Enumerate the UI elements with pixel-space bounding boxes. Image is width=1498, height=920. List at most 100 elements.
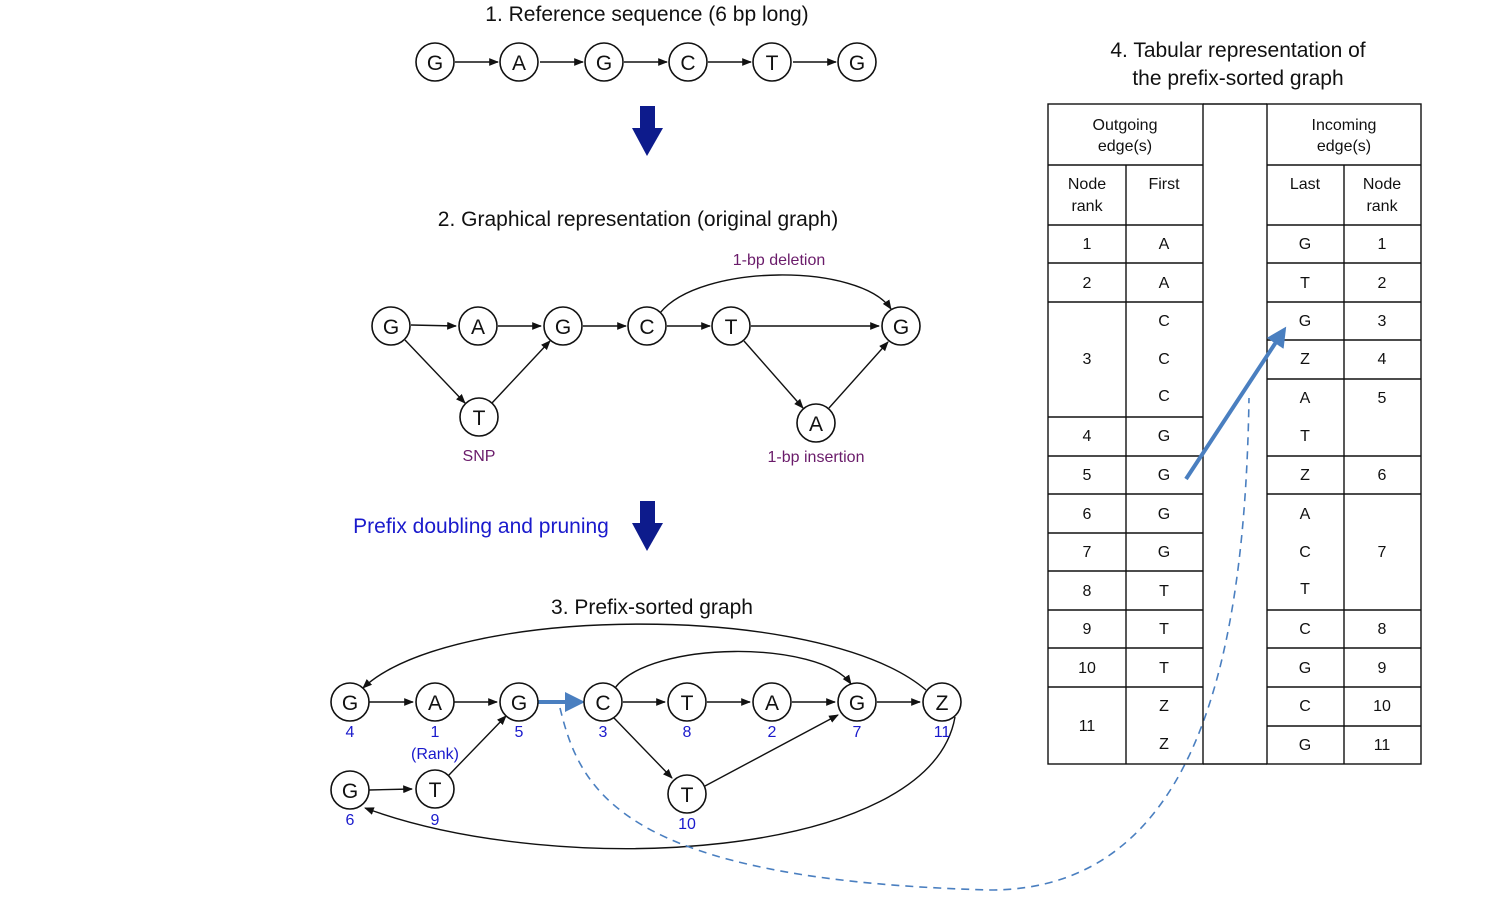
in-last: C: [1299, 621, 1311, 638]
svg-text:G: G: [849, 692, 865, 715]
out-first: C: [1158, 313, 1170, 330]
rank-label: 3: [599, 724, 608, 741]
out-rank: 3: [1083, 351, 1092, 368]
in-last: G: [1299, 660, 1311, 677]
seq-node: A: [499, 42, 539, 82]
svg-text:G: G: [383, 316, 399, 339]
in-rank: 10: [1373, 698, 1391, 715]
down-arrow-1: [632, 106, 663, 156]
rank-label: 4: [346, 724, 355, 741]
in-last: G: [1299, 737, 1311, 754]
svg-text:Z: Z: [936, 692, 949, 715]
in-last: C: [1299, 698, 1311, 715]
svg-text:G: G: [596, 52, 612, 75]
graph-node: A: [458, 306, 498, 346]
incoming-header-line1: Incoming: [1312, 117, 1377, 134]
outgoing-header-line2: edge(s): [1098, 138, 1152, 155]
rank-label: 6: [346, 812, 355, 829]
rank-label: 1: [431, 724, 440, 741]
sorted-node: G7: [837, 682, 877, 741]
rank-label: 8: [683, 724, 692, 741]
out-first: A: [1159, 275, 1170, 292]
outgoing-rows: 1 A 2 A 3 C C C 4 G 5 G 6 G 7 G 8 T: [1048, 236, 1203, 753]
rank-label: 9: [431, 812, 440, 829]
out-rank: 6: [1083, 506, 1092, 523]
out-rank: 8: [1083, 583, 1092, 600]
in-rank: 6: [1378, 467, 1387, 484]
svg-text:G: G: [342, 692, 358, 715]
out-rank: 1: [1083, 236, 1092, 253]
out-first: Z: [1159, 736, 1169, 753]
out-rank: 5: [1083, 467, 1092, 484]
sorted-node: G5: [499, 682, 539, 741]
in-last: T: [1300, 275, 1310, 292]
tabular-representation: Outgoing edge(s) Node rank First Incomin…: [1047, 103, 1422, 765]
in-last: G: [1299, 313, 1311, 330]
svg-text:G: G: [555, 316, 571, 339]
out-first: T: [1159, 660, 1169, 677]
graph-node: A: [796, 403, 836, 443]
step4-title-line2: the prefix-sorted graph: [1132, 67, 1343, 90]
rank-label: 11: [934, 724, 951, 741]
col-last: Last: [1290, 176, 1321, 193]
sorted-node: G4: [330, 682, 370, 741]
out-first: G: [1158, 544, 1170, 561]
in-last: A: [1300, 390, 1311, 407]
in-rank: 7: [1378, 544, 1387, 561]
in-last: G: [1299, 236, 1311, 253]
sorted-node: T9: [415, 769, 455, 829]
outgoing-header-line1: Outgoing: [1093, 117, 1158, 134]
out-rank: 9: [1083, 621, 1092, 638]
out-first: C: [1158, 351, 1170, 368]
svg-text:G: G: [511, 692, 527, 715]
out-rank: 7: [1083, 544, 1092, 561]
out-rank: 11: [1079, 718, 1096, 735]
prefix-doubling-label: Prefix doubling and pruning: [353, 515, 609, 538]
svg-text:T: T: [681, 784, 694, 807]
in-last: Z: [1300, 467, 1310, 484]
deletion-label: 1-bp deletion: [733, 252, 826, 269]
col-node-rank-line2: rank: [1071, 198, 1103, 215]
in-rank: 4: [1378, 351, 1387, 368]
in-rank: 1: [1378, 236, 1387, 253]
rank-label: 2: [768, 724, 777, 741]
graph-node: G: [371, 306, 411, 346]
graph-node: T: [711, 306, 751, 346]
col-node-rank-line1: Node: [1363, 176, 1401, 193]
graph-node: T: [459, 397, 499, 437]
svg-text:A: A: [809, 413, 823, 436]
out-rank: 2: [1083, 275, 1092, 292]
in-rank: 5: [1378, 390, 1387, 407]
svg-text:T: T: [429, 779, 442, 802]
svg-text:T: T: [725, 316, 738, 339]
sorted-node: C3: [583, 682, 623, 741]
in-last: A: [1300, 506, 1311, 523]
seq-node: G: [584, 42, 624, 82]
in-last: T: [1300, 428, 1310, 445]
down-arrow-2: [632, 501, 663, 551]
step4-title-line1: 4. Tabular representation of: [1110, 39, 1365, 62]
rank-label: 7: [853, 724, 862, 741]
sorted-node: A2: [752, 682, 792, 741]
sorted-graph: G4 A1 G5 C3 T8 A2 G7 Z11 G6 T9 T10 (Rank…: [330, 397, 1250, 891]
svg-text:A: A: [428, 692, 442, 715]
in-rank: 9: [1378, 660, 1387, 677]
out-first: T: [1159, 621, 1169, 638]
svg-text:G: G: [427, 52, 443, 75]
sorted-node: G6: [330, 770, 370, 829]
out-first: G: [1158, 467, 1170, 484]
svg-text:C: C: [595, 692, 610, 715]
out-rank: 10: [1078, 660, 1096, 677]
sorted-node: T10: [667, 774, 707, 833]
rank-label: 5: [515, 724, 524, 741]
seq-node: G: [415, 42, 455, 82]
incoming-rows: G 1 T 2 G 3 Z 4 A T 5 Z 6 A C T 7 C 8: [1267, 236, 1421, 754]
out-first: C: [1158, 388, 1170, 405]
svg-text:G: G: [893, 316, 909, 339]
sorted-node: T8: [667, 682, 707, 741]
in-rank: 3: [1378, 313, 1387, 330]
svg-text:A: A: [512, 52, 526, 75]
in-last: T: [1300, 581, 1310, 598]
svg-text:T: T: [681, 692, 694, 715]
